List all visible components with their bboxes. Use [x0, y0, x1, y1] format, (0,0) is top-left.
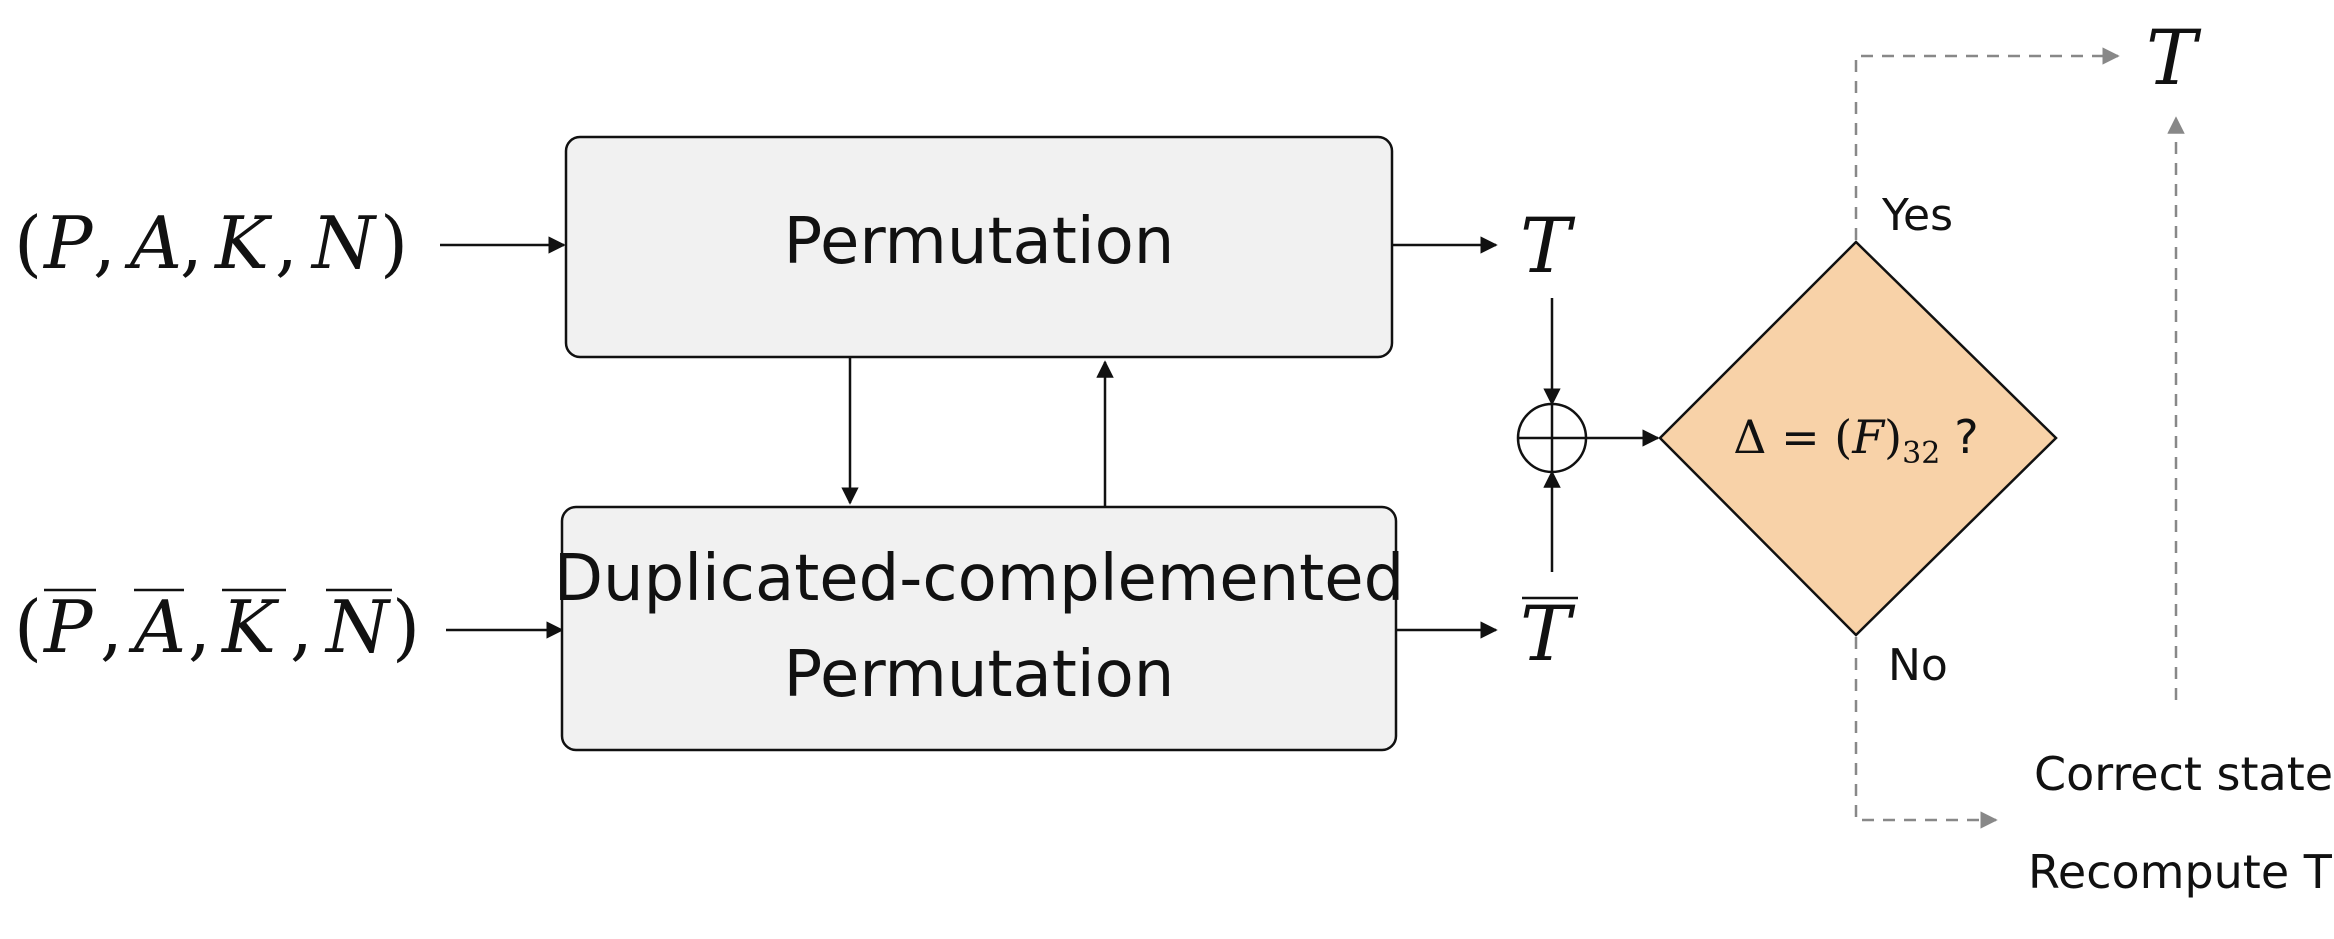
yes-label: Yes: [1881, 190, 1953, 241]
permutation-box: Permutation: [564, 135, 1394, 359]
var-k-bar: K: [220, 585, 280, 669]
var-a-bar: A: [128, 585, 186, 669]
decision-rhs: ): [1884, 410, 1902, 464]
final-tag-t: T: [2146, 13, 2202, 102]
tag-t: T: [1520, 201, 1576, 290]
permutation-label: Permutation: [784, 205, 1175, 279]
var-n-top: N: [310, 201, 378, 285]
var-p-top: P: [42, 201, 94, 285]
paren-open-top: (: [14, 201, 42, 285]
decision-diamond: Δ = (F)32?: [1658, 240, 2058, 637]
no-label: No: [1888, 640, 1948, 691]
paren-close-bottom: ): [392, 585, 420, 669]
paren-close-top: ): [380, 201, 408, 285]
comma-3-bottom: ,: [290, 585, 313, 669]
recompute-label: Recompute T: [2028, 845, 2333, 899]
comma-2-bottom: ,: [188, 585, 211, 669]
var-k-top: K: [213, 201, 273, 285]
decision-lhs: Δ = (: [1733, 410, 1852, 464]
var-p-bar: P: [42, 585, 94, 669]
var-n-bar: N: [324, 585, 392, 669]
decision-diamond-shape: [1658, 240, 2058, 637]
paren-open-bottom: (: [14, 585, 42, 669]
permutation-box-rect: [564, 135, 1394, 359]
decision-question: ?: [1954, 410, 1978, 464]
dashed-arrow-yes: [1854, 47, 2120, 240]
comma-2-top: ,: [180, 201, 203, 285]
dup-permutation-box-rect: [560, 505, 1398, 752]
var-a-top: A: [124, 201, 182, 285]
decision-var: F: [1851, 410, 1886, 464]
dup-permutation-label-line2: Permutation: [784, 638, 1175, 712]
decision-subscript: 32: [1902, 436, 1940, 471]
decision-condition: Δ = (F)32?: [1733, 410, 1978, 471]
dashed-arrow-no: [1854, 637, 1998, 829]
input-tuple-bottom: ( P , A , K , N ): [14, 585, 420, 669]
input-tuple-top: ( P , A , K , N ): [14, 201, 408, 285]
dup-permutation-label-line1: Duplicated-complemented: [554, 542, 1404, 616]
comma-3-top: ,: [275, 201, 298, 285]
comma-1-top: ,: [93, 201, 116, 285]
dup-permutation-box: Duplicated-complemented Permutation: [554, 505, 1404, 752]
xor-icon: [1516, 402, 1588, 474]
tag-t-bar: T: [1520, 589, 1576, 678]
comma-1-bottom: ,: [100, 585, 123, 669]
correct-state-label: Correct state: [2034, 747, 2333, 801]
